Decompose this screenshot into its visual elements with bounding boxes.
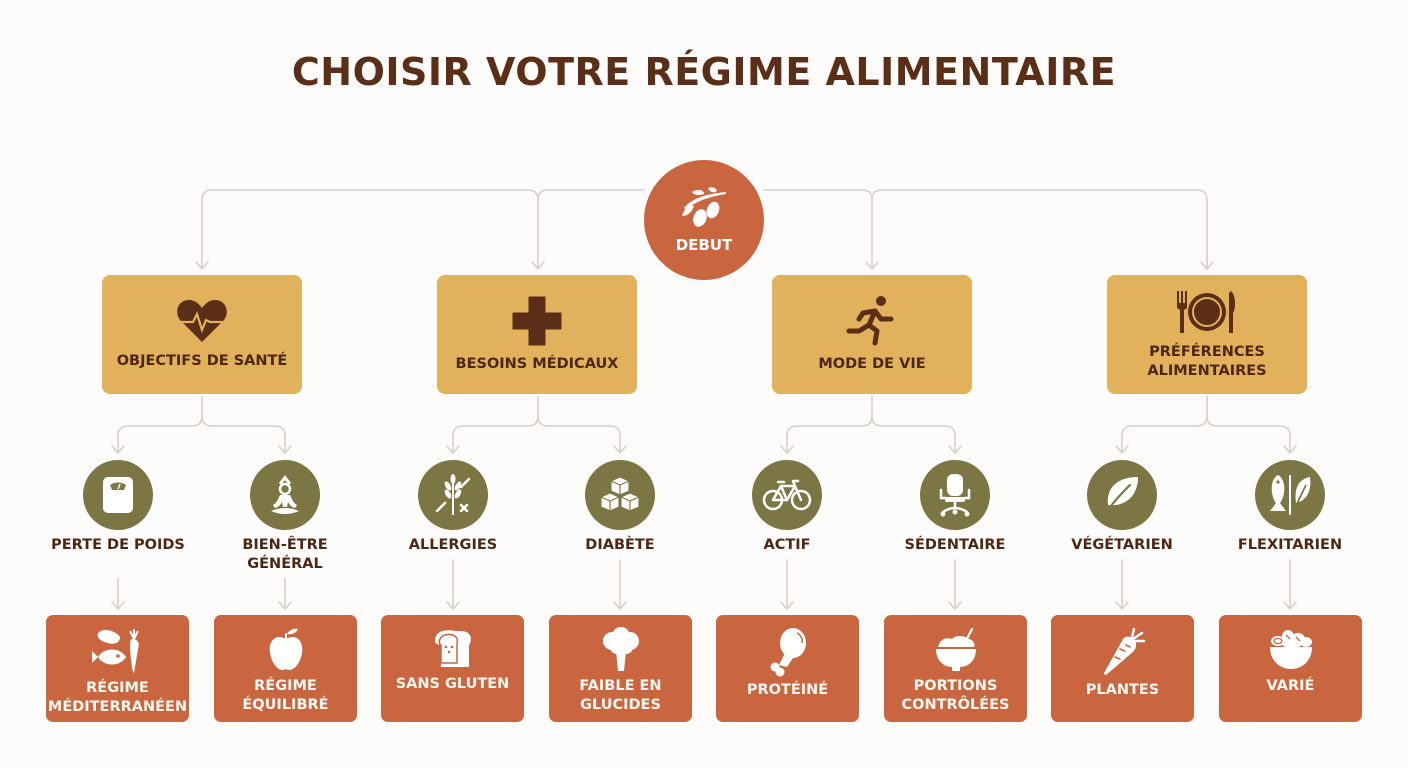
- result-balanced-diet[interactable]: RÉGIME ÉQUILIBRÉ: [214, 615, 357, 722]
- category-label: MODE DE VIE: [818, 356, 926, 372]
- bicycle-icon: [762, 479, 812, 511]
- category-health-goals[interactable]: OBJECTIFS DE SANTÉ: [102, 275, 302, 394]
- category-label: OBJECTIFS DE SANTÉ: [116, 353, 288, 369]
- result-label: PROTÉINÉ: [746, 682, 829, 698]
- category-lifestyle[interactable]: MODE DE VIE: [772, 275, 972, 394]
- page-title: CHOISIR VOTRE RÉGIME ALIMENTAIRE: [291, 50, 1117, 94]
- bread-icon: [434, 630, 471, 667]
- option-allergies[interactable]: ALLERGIES: [383, 460, 523, 555]
- option-diabetes[interactable]: DIABÈTE: [550, 460, 690, 555]
- salad-bowl-icon: [1269, 630, 1312, 669]
- category-label: BESOINS MÉDICAUX: [455, 356, 619, 372]
- result-portion-control[interactable]: PORTIONS CONTRÔLÉES: [884, 615, 1027, 722]
- broccoli-icon: [602, 627, 639, 671]
- option-flexitarian[interactable]: FLEXITARIEN: [1220, 460, 1360, 555]
- carrot-icon: [1103, 627, 1145, 675]
- running-person-icon: [846, 296, 894, 346]
- option-label: ALLERGIES: [408, 537, 498, 553]
- start-node[interactable]: DEBUT: [644, 160, 764, 280]
- result-high-protein[interactable]: PROTÉINÉ: [716, 615, 859, 722]
- scale-icon: [103, 477, 133, 513]
- result-gluten-free[interactable]: SANS GLUTEN: [381, 615, 524, 722]
- apple-icon: [269, 628, 302, 671]
- option-label: FLEXITARIEN: [1237, 537, 1343, 553]
- option-label: BIEN-ÊTRE GÉNÉRAL: [242, 537, 328, 572]
- option-sedentary[interactable]: SÉDENTAIRE: [885, 460, 1025, 555]
- result-plant-based[interactable]: PLANTES: [1051, 615, 1194, 722]
- plate-fork-knife-icon: [1177, 290, 1236, 333]
- result-label: VARIÉ: [1266, 678, 1315, 694]
- result-label: SANS GLUTEN: [395, 676, 510, 692]
- option-label: SÉDENTAIRE: [904, 537, 1006, 553]
- result-label: PLANTES: [1085, 682, 1160, 698]
- option-general-wellbeing[interactable]: BIEN-ÊTRE GÉNÉRAL: [215, 460, 355, 574]
- meat-fish-carrot-icon: [91, 629, 139, 673]
- option-label: ACTIF: [763, 537, 811, 553]
- fish-leaf-icon: [1270, 475, 1311, 515]
- category-label: PRÉFÉRENCES ALIMENTAIRES: [1147, 343, 1267, 379]
- rice-bowl-icon: [935, 627, 976, 671]
- result-label: RÉGIME ÉQUILIBRÉ: [242, 678, 329, 713]
- olive-branch-icon: [682, 187, 726, 227]
- result-varied[interactable]: VARIÉ: [1219, 615, 1362, 722]
- result-mediterranean-diet[interactable]: RÉGIME MÉDITERRANÉEN: [46, 615, 189, 722]
- result-low-carb[interactable]: FAIBLE EN GLUCIDES: [549, 615, 692, 722]
- result-label: RÉGIME MÉDITERRANÉEN: [47, 680, 188, 715]
- option-weight-loss[interactable]: PERTE DE POIDS: [48, 460, 188, 555]
- option-label: PERTE DE POIDS: [51, 537, 185, 553]
- heart-pulse-icon: [177, 300, 227, 342]
- chicken-leg-icon: [770, 628, 806, 677]
- sugar-cubes-icon: [600, 476, 640, 512]
- category-medical-needs[interactable]: BESOINS MÉDICAUX: [437, 275, 637, 394]
- leaf-icon: [1104, 477, 1138, 515]
- category-food-preferences[interactable]: PRÉFÉRENCES ALIMENTAIRES: [1107, 275, 1307, 394]
- result-label: FAIBLE EN GLUCIDES: [579, 678, 662, 713]
- option-label: VÉGÉTARIEN: [1071, 537, 1173, 553]
- office-chair-icon: [939, 474, 971, 517]
- option-label: DIABÈTE: [585, 537, 655, 553]
- result-label: PORTIONS CONTRÔLÉES: [901, 678, 1010, 713]
- start-label: DEBUT: [675, 236, 733, 254]
- no-wheat-icon: [435, 474, 471, 515]
- yoga-icon: [271, 475, 299, 514]
- medical-cross-icon: [512, 296, 562, 346]
- option-active[interactable]: ACTIF: [717, 460, 857, 555]
- option-vegetarian[interactable]: VÉGÉTARIEN: [1052, 460, 1192, 555]
